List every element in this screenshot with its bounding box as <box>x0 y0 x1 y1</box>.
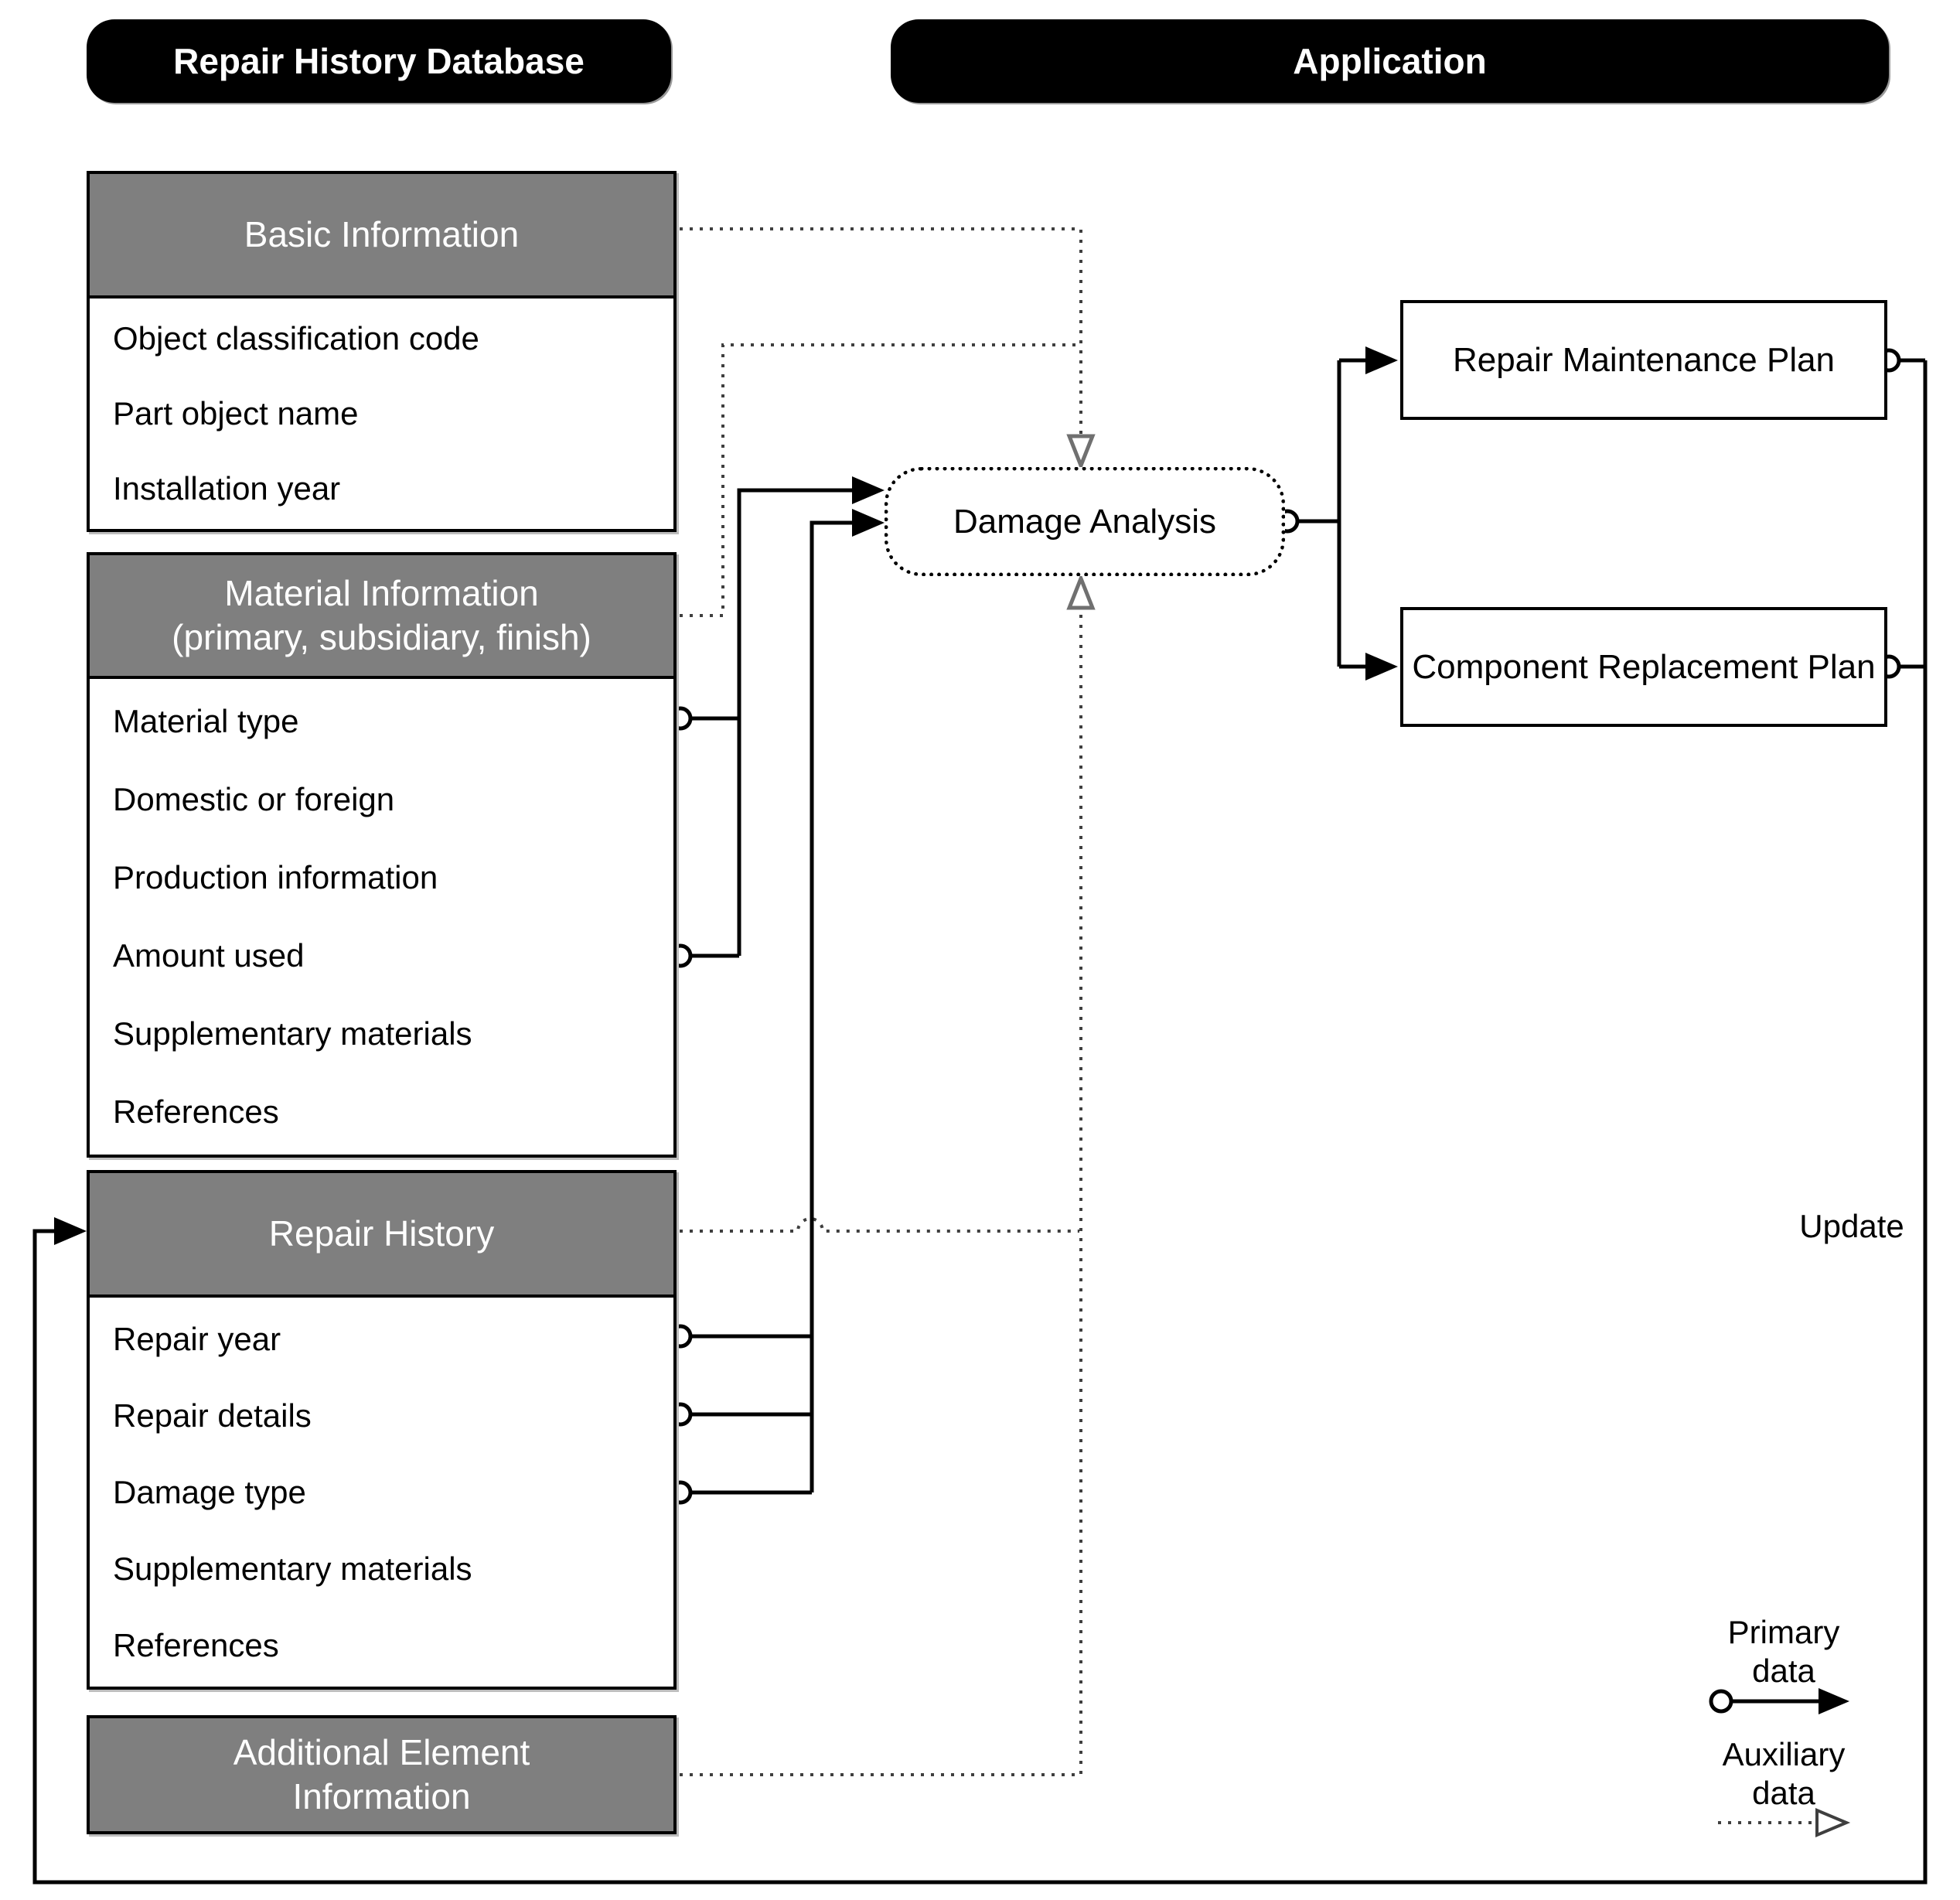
legend-primary-arrowhead <box>1819 1688 1849 1714</box>
aux-connector-material-info-to-damage-analysis <box>680 343 1079 617</box>
repair-history-body: Repair year Repair details Damage type S… <box>90 1298 673 1687</box>
update-arrowhead-into-repair-history <box>54 1217 87 1245</box>
table-row: Supplementary materials <box>113 1015 472 1052</box>
legend-auxiliary-line1: Auxiliary <box>1722 1736 1846 1772</box>
repair-history-database-banner-label: Repair History Database <box>173 41 585 81</box>
table-row: Object classification code <box>113 320 479 357</box>
primary-connector-repair-rows-to-damage-analysis <box>690 520 877 1495</box>
material-information-table: Material Information (primary, subsidiar… <box>87 552 677 1158</box>
material-information-title-line2: (primary, subsidiary, finish) <box>172 617 591 657</box>
table-row: Installation year <box>113 469 341 507</box>
additional-element-title-line2: Information <box>292 1776 471 1816</box>
repair-history-table: Repair History Repair year Repair detail… <box>87 1170 677 1690</box>
basic-information-table: Basic Information Object classification … <box>87 171 677 532</box>
primary-arrowhead-into-component-replacement-plan <box>1365 653 1398 681</box>
material-information-body: Material type Domestic or foreign Produc… <box>90 679 673 1155</box>
legend-primary-line2: data <box>1752 1652 1815 1689</box>
table-row: Amount used <box>113 937 305 974</box>
component-replacement-plan-box: Component Replacement Plan <box>1400 607 1887 727</box>
damage-analysis-box: Damage Analysis <box>885 467 1285 576</box>
table-row: Repair year <box>113 1320 281 1357</box>
table-row: Damage type <box>113 1473 306 1510</box>
update-loop-connector <box>32 358 1928 1885</box>
table-row: Production information <box>113 858 438 895</box>
legend-auxiliary-arrowhead <box>1815 1807 1851 1838</box>
application-banner: Application <box>891 19 1889 103</box>
legend-auxiliary-data-label: Auxiliary data <box>1691 1735 1876 1812</box>
aux-arrowhead-into-damage-analysis-top <box>1066 434 1096 471</box>
component-replacement-plan-label: Component Replacement Plan <box>1412 647 1876 686</box>
basic-information-header: Basic Information <box>90 174 673 298</box>
table-row: Domestic or foreign <box>113 780 395 817</box>
legend-primary-data-label: Primary data <box>1691 1613 1876 1690</box>
basic-information-title: Basic Information <box>244 213 520 254</box>
legend-auxiliary-line2: data <box>1752 1774 1815 1811</box>
additional-element-information-box: Additional Element Information <box>87 1715 677 1834</box>
repair-maintenance-plan-box: Repair Maintenance Plan <box>1400 300 1887 420</box>
aux-connector-basic-info-to-damage-analysis <box>680 227 1082 438</box>
material-information-title-line1: Material Information <box>224 572 539 613</box>
material-information-header: Material Information (primary, subsidiar… <box>90 555 673 679</box>
primary-connector-material-rows-to-damage-analysis <box>690 488 877 958</box>
primary-connector-damage-analysis-to-plans <box>1297 358 1390 669</box>
table-row: References <box>113 1626 279 1663</box>
table-row: Supplementary materials <box>113 1550 472 1587</box>
table-row: Part object name <box>113 395 359 432</box>
repair-history-header: Repair History <box>90 1173 673 1298</box>
basic-information-body: Object classification code Part object n… <box>90 298 673 529</box>
table-row: Material type <box>113 702 299 739</box>
repair-maintenance-plan-label: Repair Maintenance Plan <box>1452 340 1836 379</box>
table-row: Repair details <box>113 1397 312 1434</box>
primary-arrowhead-into-damage-analysis-1 <box>852 476 885 504</box>
repair-history-title: Repair History <box>268 1213 495 1254</box>
aux-connector-repair-history-to-damage-analysis <box>680 1217 1079 1233</box>
additional-element-title-line1: Additional Element <box>233 1731 530 1772</box>
repair-history-database-banner: Repair History Database <box>87 19 671 103</box>
application-banner-label: Application <box>1293 41 1487 81</box>
primary-arrowhead-into-repair-maintenance-plan <box>1365 346 1398 374</box>
legend-primary-line1: Primary <box>1727 1614 1840 1650</box>
legend-primary-circle <box>1709 1689 1733 1714</box>
aux-connector-additional-info-to-damage-analysis <box>680 608 1082 1776</box>
aux-arrowhead-into-damage-analysis-bottom <box>1066 573 1096 610</box>
damage-analysis-label: Damage Analysis <box>953 502 1216 541</box>
table-row: References <box>113 1093 279 1131</box>
primary-arrowhead-into-damage-analysis-2 <box>852 509 885 537</box>
update-label: Update <box>1799 1208 1904 1244</box>
